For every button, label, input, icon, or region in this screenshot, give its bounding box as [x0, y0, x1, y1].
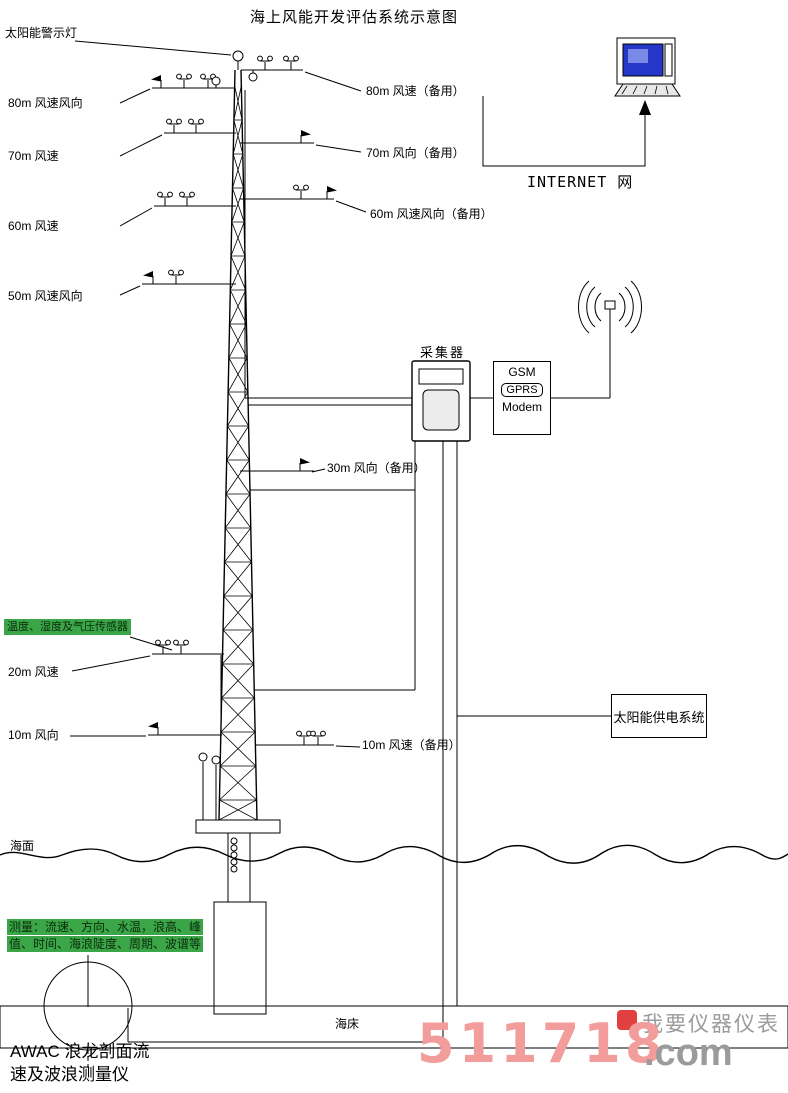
signal-cables [127, 90, 444, 1043]
wind-vane-icon [326, 185, 338, 200]
anemometer-icon [179, 191, 195, 207]
power-and-cable-lines [456, 441, 611, 1006]
watermark-slogan: 我要仪器仪表 [642, 1013, 780, 1036]
anemometer-icon [296, 730, 312, 746]
sea-surface-label: 海面 [10, 839, 35, 853]
gsm-modem-box: GSM GPRS Modem [493, 361, 551, 435]
anemometer-icon [168, 269, 184, 285]
measurement-line2: 值、时间、海浪陡度、周期、波谱等 [7, 936, 204, 952]
watermark-domain: .com [644, 1032, 733, 1074]
measurement-line1: 测量：流速、方向、水温，浪高、峰 [7, 919, 204, 935]
anemometer-icon [176, 73, 192, 89]
awac-cylinder [213, 901, 267, 1015]
anemometer-icon [166, 118, 182, 134]
modem-label: Modem [501, 400, 542, 414]
seabed-label: 海床 [332, 1014, 363, 1033]
tower-base [195, 819, 281, 1015]
leader-lines [70, 40, 367, 748]
anemometer-icon [293, 184, 309, 200]
sensor-label-80m-left: 80m 风速风向 [8, 96, 83, 110]
solar-light-label: 太阳能警示灯 [5, 26, 78, 40]
anemometer-icon [173, 639, 189, 655]
data-collector [411, 360, 471, 442]
sea-surface [0, 844, 788, 864]
wind-vane-icon [299, 457, 311, 472]
seabed [0, 1005, 788, 1049]
sensor-label-70m-right: 70m 风向（备用） [366, 146, 465, 160]
met-tower [218, 50, 258, 821]
awac-label: AWAC 浪龙剖面流 速及波浪测量仪 [10, 1040, 149, 1086]
page-title: 海上风能开发评估系统示意图 [250, 9, 459, 26]
sensor-label-60m-right: 60m 风速风向（备用） [370, 207, 493, 221]
watermark-number: 511718 [417, 1012, 667, 1075]
internet-link [482, 96, 651, 167]
sensor-label-20m-left: 20m 风速 [8, 665, 59, 679]
wind-vane-icon [147, 721, 159, 736]
sensor-label-50m-left: 50m 风速风向 [8, 289, 83, 303]
antenna-icon [470, 280, 642, 399]
solar-power-box: 太阳能供电系统 [611, 694, 707, 738]
sensor-label-30m-right: 30m 风向（备用） [327, 461, 426, 475]
wind-vane-icon [300, 129, 312, 144]
awac-line2: 速及波浪测量仪 [10, 1065, 129, 1084]
sensor-label-70m-left: 70m 风速 [8, 149, 59, 163]
wind-vane-icon [150, 74, 162, 89]
temp-humidity-pressure-label: 温度、湿度及气压传感器 [4, 619, 131, 635]
solar-warning-light-icon [232, 50, 244, 62]
internet-label: INTERNET 网 [527, 173, 634, 191]
gprs-label: GPRS [501, 383, 543, 397]
sensor-label-10m-right: 10m 风速（备用） [362, 738, 461, 752]
gsm-label: GSM [508, 365, 536, 379]
anemometer-icon [283, 55, 299, 71]
sensor-label-10m-left: 10m 风向 [8, 728, 59, 742]
arrow-up-icon [639, 100, 651, 115]
computer-icon [614, 37, 681, 97]
watermark-logo-icon [617, 1010, 637, 1030]
sensor-label-80m-right: 80m 风速（备用） [366, 84, 465, 98]
awac-line1: AWAC 浪龙剖面流 [10, 1042, 150, 1061]
sensor-label-60m-left: 60m 风速 [8, 219, 59, 233]
wind-vane-icon [142, 270, 154, 285]
anemometer-icon [157, 191, 173, 207]
anemometer-icon [188, 118, 204, 134]
subsea-device [43, 955, 133, 1068]
anemometer-icon [257, 55, 273, 71]
collector-label: 采集器 [420, 345, 466, 360]
measurement-note: 测量：流速、方向、水温，浪高、峰 值、时间、海浪陡度、周期、波谱等 [7, 919, 204, 953]
sensor-booms [70, 40, 367, 820]
anemometer-icon [310, 730, 326, 746]
